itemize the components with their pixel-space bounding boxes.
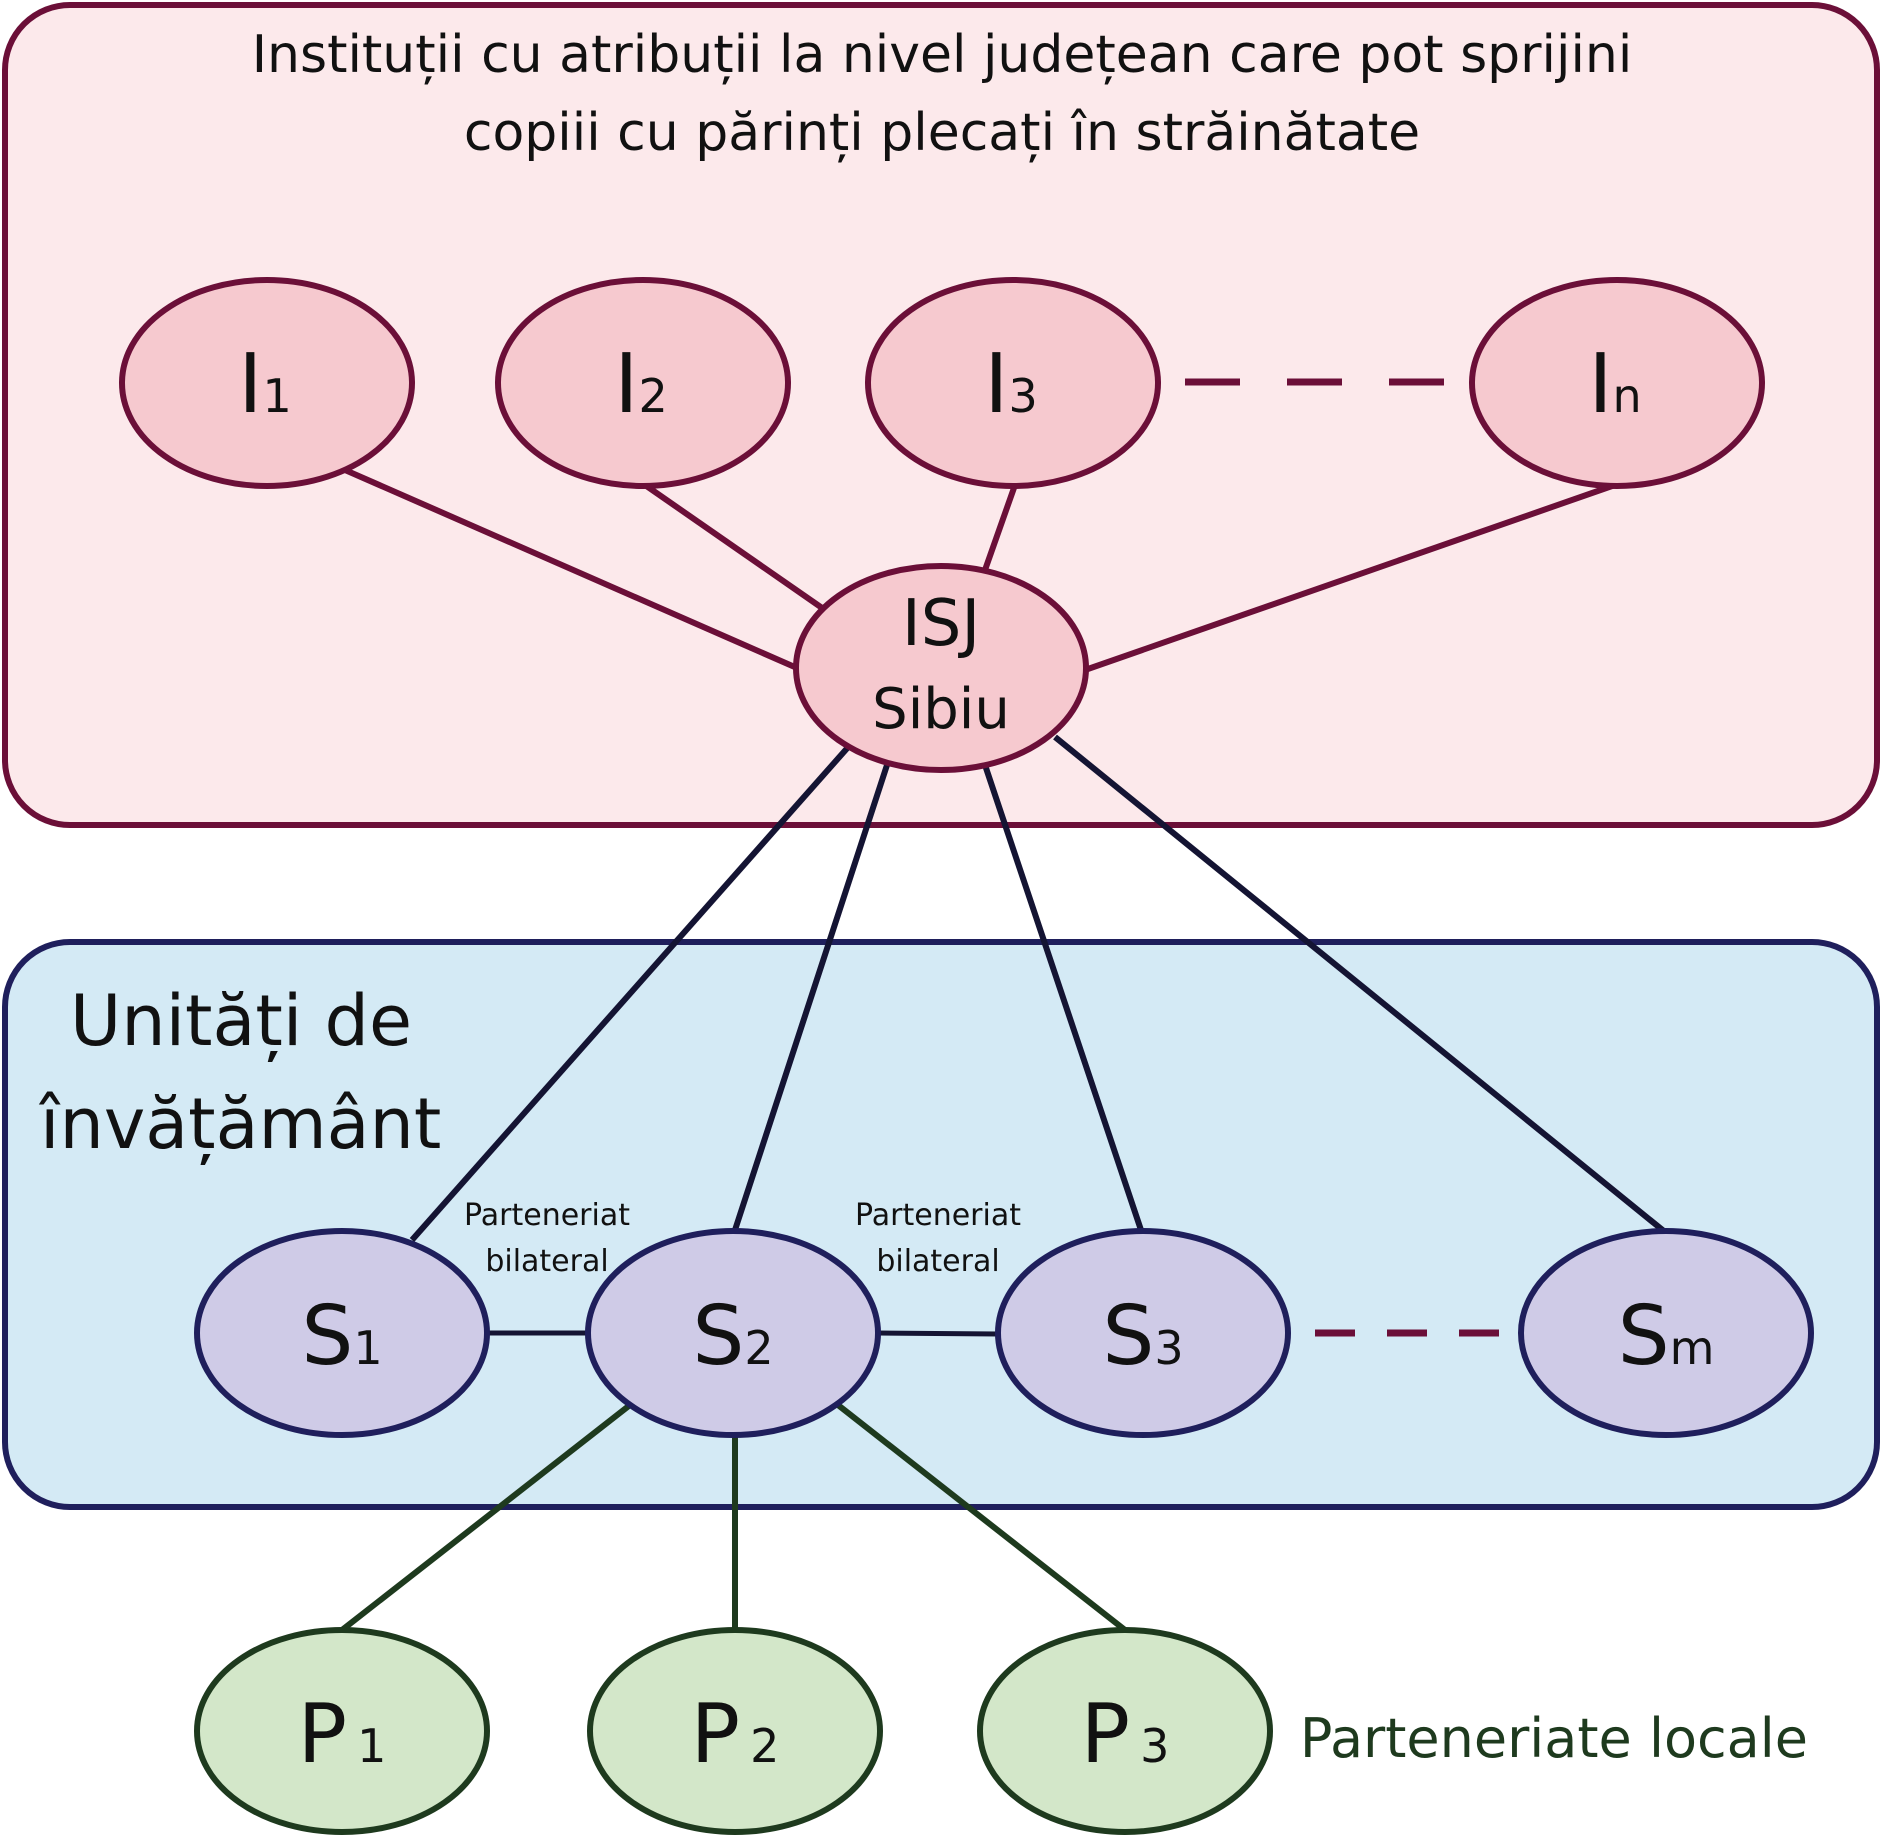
school-label-3: S3: [1102, 1289, 1183, 1384]
school-node-2: [585, 1228, 881, 1438]
school-label-m: Sm: [1618, 1289, 1715, 1384]
link-in-isj: [1084, 482, 1616, 673]
institution-node-n: [1469, 277, 1765, 489]
school-node-m: [1518, 1228, 1814, 1438]
institution-label-n: In: [1588, 337, 1641, 432]
school-label-2: S2: [692, 1289, 773, 1384]
bilateral-label-2-line-1: Parteneriat: [855, 1198, 1021, 1233]
school-node-1: [194, 1228, 490, 1438]
bilateral-label-2-line-2: bilateral: [876, 1244, 999, 1279]
link-s2-p1: [340, 1402, 632, 1633]
link-i3-isj: [982, 484, 1018, 571]
institution-label-3: I3: [984, 337, 1037, 432]
schools-region-label-line-1: Unități de: [70, 980, 412, 1062]
link-isj-s2: [732, 761, 891, 1231]
isj-node: [793, 563, 1089, 773]
link-s2-p3: [836, 1402, 1127, 1633]
schools-region-label-line-2: învățământ: [38, 1083, 441, 1165]
link-isj-s1: [409, 743, 853, 1242]
partner-node-1: [194, 1627, 490, 1835]
link-isj-s3: [982, 764, 1145, 1234]
region-title-line-2: copiii cu părinți plecați în străinătate: [464, 103, 1420, 163]
institution-node-1: [119, 277, 415, 489]
link-s2-s3: [876, 1330, 999, 1337]
partner-node-2: [587, 1627, 883, 1835]
school-label-1: S1: [301, 1289, 382, 1384]
institution-node-3: [865, 277, 1161, 489]
bilateral-label-1-line-1: Parteneriat: [464, 1198, 630, 1233]
bilateral-label-1-line-2: bilateral: [485, 1244, 608, 1279]
link-isj-sm: [1053, 734, 1667, 1235]
institution-label-2: I2: [614, 337, 667, 432]
institution-node-2: [495, 277, 791, 489]
isj-label-line-2: Sibiu: [872, 677, 1010, 742]
link-i1-isj: [343, 467, 799, 671]
school-node-3: [995, 1228, 1291, 1438]
partner-node-3: [977, 1627, 1273, 1835]
isj-label-line-1: ISJ: [902, 587, 980, 661]
local-partnerships-label: Parteneriate locale: [1300, 1707, 1808, 1770]
link-i2-isj: [643, 482, 827, 613]
region-title-line-1: Instituții cu atribuții la nivel județea…: [252, 25, 1633, 85]
institution-label-1: I1: [238, 337, 291, 432]
